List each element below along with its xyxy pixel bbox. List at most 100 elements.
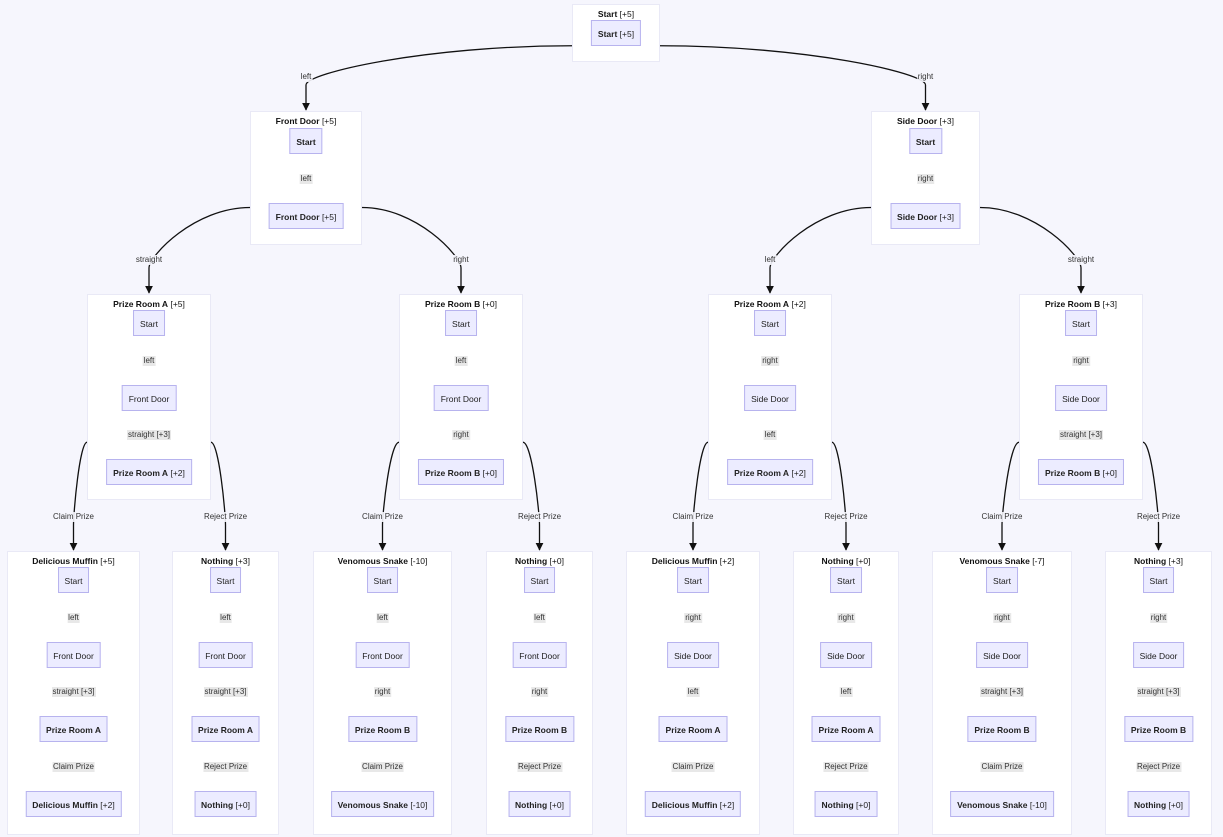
cluster-title: Front Door [+5] [251, 116, 361, 127]
tree-edge [1142, 441, 1163, 551]
cluster-title-name: Front Door [275, 116, 320, 126]
inner-edge-label: left [67, 612, 80, 623]
tree-edge-label: straight [1066, 255, 1096, 265]
cluster-title: Prize Room B [+0] [400, 299, 522, 310]
tree-edge [210, 441, 230, 551]
cluster-title: Nothing [+3] [173, 556, 278, 567]
tree-edge-label: Claim Prize [52, 512, 95, 522]
inner-edge-label: straight [+3] [126, 430, 172, 440]
state-node-name: Prize Room B [974, 725, 1030, 735]
tree-edge [979, 206, 1085, 294]
inner-edge-label: left [299, 173, 313, 184]
state-node-start: Start [1065, 310, 1097, 336]
state-node-name: Start [530, 576, 549, 586]
state-node-prize-room-b: Prize Room B [967, 716, 1037, 742]
state-node-name: Prize Room B [1130, 725, 1187, 735]
tree-edge [378, 441, 400, 551]
state-node-score: [+2] [791, 468, 806, 478]
state-node-name: Prize Room A [198, 725, 253, 735]
state-node-front-door: Front Door [46, 642, 101, 668]
cluster-title: Nothing [+0] [794, 556, 898, 567]
cluster-title-score: [+3] [235, 556, 250, 566]
state-node-side-door: Side Door [667, 642, 719, 668]
inner-edge-label: left [839, 687, 853, 697]
tree-edge [659, 45, 930, 111]
inner-edge-label: right [1072, 355, 1090, 366]
state-node-prize-room-b: Prize Room B [1123, 716, 1194, 742]
state-node-name: Front Door [362, 651, 403, 661]
state-node-score: [+2] [100, 800, 115, 810]
cluster-title: Delicious Muffin [+5] [8, 556, 139, 567]
state-node-start: Start [1142, 567, 1175, 593]
state-node-name: Prize Room B [1044, 468, 1101, 478]
state-node-start: Start [677, 567, 709, 593]
state-node-nothing: Nothing [+0] [1127, 791, 1190, 817]
tree-edge [831, 441, 850, 551]
state-node-name: Start [216, 576, 235, 586]
state-node-prize-room-a: Prize Room A [39, 716, 108, 742]
state-node-start: Start [908, 128, 943, 154]
state-node-prize-room-b: Prize Room B [347, 716, 418, 742]
cluster-title-score: [+0] [482, 299, 498, 309]
tree-edge-label: Claim Prize [980, 512, 1024, 522]
tree-edge-label: straight [134, 255, 164, 265]
tree-edge [302, 45, 573, 111]
tree-edge [145, 206, 251, 294]
inner-edge-label: Reject Prize [823, 761, 869, 772]
tree-edge-label: Claim Prize [361, 512, 404, 522]
inner-edge-label: right [452, 430, 470, 440]
state-node-start: Start [523, 567, 556, 593]
state-node-name: Prize Room B [424, 468, 481, 478]
state-node-name: Side Door [827, 651, 865, 661]
cluster-title-name: Nothing [1134, 556, 1167, 566]
state-node-prize-room-a: Prize Room A [+2] [727, 459, 813, 485]
inner-edge-label: right [916, 173, 935, 184]
cluster-title: Nothing [+0] [487, 556, 592, 567]
state-node-name: Delicious Muffin [651, 800, 718, 810]
cluster-title-name: Venomous Snake [337, 556, 408, 566]
inner-edge-label: left [533, 612, 546, 623]
state-node-prize-room-a: Prize Room A [811, 716, 881, 742]
cluster-title-score: [+2] [791, 299, 806, 309]
inner-edge-label: left [376, 612, 389, 623]
inner-edge-label: Claim Prize [980, 761, 1024, 772]
state-node-score: [+0] [482, 468, 498, 478]
inner-edge-label: Claim Prize [671, 761, 715, 772]
state-node-name: Front Door [205, 651, 246, 661]
state-node-name: Side Door [1062, 394, 1100, 404]
cluster-title: Prize Room A [+5] [88, 299, 210, 310]
cluster-title-name: Prize Room B [1044, 299, 1101, 309]
cluster-title-score: [+3] [939, 116, 954, 126]
cluster-title: Nothing [+3] [1106, 556, 1211, 567]
state-node-start: Start [445, 310, 477, 336]
state-node-start: Start [366, 567, 399, 593]
cluster-title: Side Door [+3] [872, 116, 979, 127]
state-node-name: Start [452, 319, 470, 329]
state-node-name: Front Door [128, 394, 170, 404]
cluster-title-name: Nothing [201, 556, 234, 566]
state-node-nothing: Nothing [+0] [194, 791, 257, 817]
state-node-name: Start [373, 576, 392, 586]
cluster-title: Start [+5] [573, 9, 659, 20]
cluster-title-name: Start [597, 9, 618, 19]
cluster-title-name: Venomous Snake [959, 556, 1030, 566]
inner-edge-label: straight [+3] [979, 687, 1025, 697]
state-node-score: [-10] [1029, 800, 1047, 810]
tree-edge-label: Reject Prize [202, 512, 249, 522]
inner-edge-label: right [993, 612, 1011, 623]
state-node-side-door: Side Door [744, 385, 796, 411]
state-node-name: Side Door [751, 394, 789, 404]
tree-edge [998, 441, 1020, 551]
state-node-name: Start [64, 576, 83, 586]
cluster-title-score: [+5] [170, 299, 185, 309]
state-node-name: Prize Room A [46, 725, 101, 735]
state-node-name: Side Door [983, 651, 1021, 661]
cluster-title-score: [+3] [1168, 556, 1183, 566]
state-node-front-door: Front Door [198, 642, 253, 668]
state-node-side-door: Side Door [976, 642, 1028, 668]
state-node-start: Start [209, 567, 242, 593]
tree-edge-label: left [763, 255, 777, 265]
cluster-title: Delicious Muffin [+2] [627, 556, 759, 567]
state-node-prize-room-a: Prize Room A [+2] [106, 459, 192, 485]
state-node-name: Prize Room B [511, 725, 568, 735]
